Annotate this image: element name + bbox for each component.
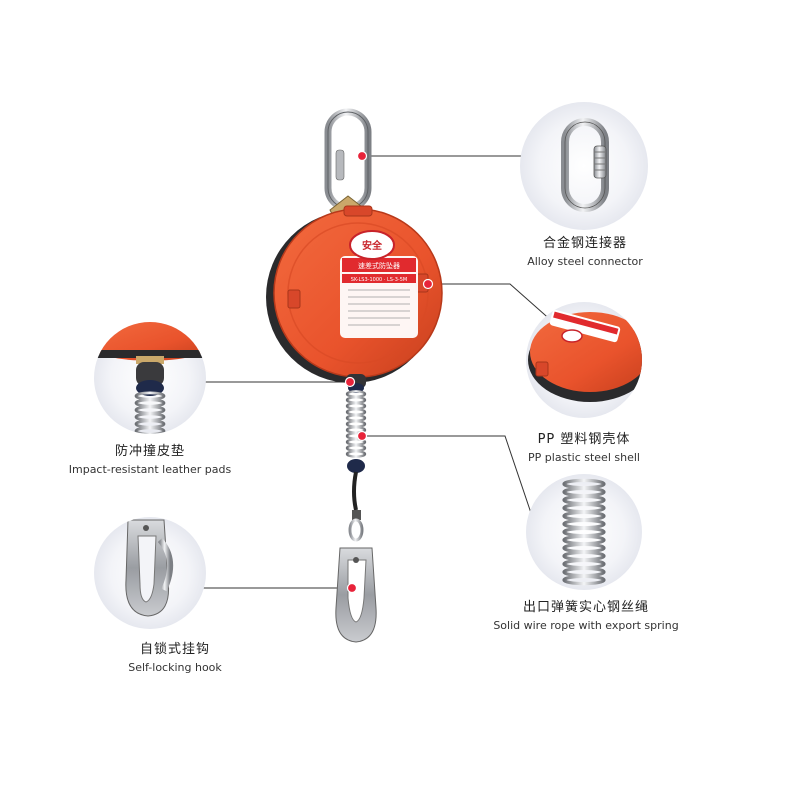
leader-line-shell — [428, 283, 563, 331]
callout-shell-zh: PP 塑料钢壳体 — [537, 432, 631, 447]
callout-pads-en: Impact-resistant leather pads — [68, 463, 232, 476]
bottom-hook — [335, 547, 377, 643]
callout-spring-zh: 出口弹簧实心钢丝绳 — [522, 600, 649, 615]
detail-pads-image — [94, 322, 206, 434]
callout-connector: 合金钢连接器 Alloy steel connector — [520, 232, 650, 268]
case-label-text-1: 速差式防坠器 — [358, 261, 400, 270]
brand-logo: 安全 — [349, 230, 395, 260]
callout-hook: 自锁式挂钩 Self-locking hook — [100, 638, 250, 674]
main-product: 速差式防坠器 SK-LS3-1000 · LS-3-5M 安全 — [266, 108, 443, 643]
brand-badge-text: 安全 — [362, 239, 383, 252]
callout-hook-zh: 自锁式挂钩 — [139, 642, 210, 657]
detail-connector-image — [520, 102, 648, 230]
callout-pads: 防冲撞皮垫 Impact-resistant leather pads — [54, 440, 246, 476]
detail-shell-image — [526, 302, 642, 418]
callout-connector-en: Alloy steel connector — [527, 255, 643, 268]
callout-hook-en: Self-locking hook — [128, 661, 222, 674]
leader-line-spring — [362, 435, 533, 517]
callout-shell-en: PP plastic steel shell — [528, 451, 640, 464]
callout-pads-zh: 防冲撞皮垫 — [114, 444, 185, 459]
callout-connector-zh: 合金钢连接器 — [542, 236, 627, 251]
case-label-text-2: SK-LS3-1000 · LS-3-5M — [351, 277, 407, 283]
main-spring — [345, 390, 367, 458]
callout-spring: 出口弹簧实心钢丝绳 Solid wire rope with export sp… — [488, 596, 684, 632]
callout-spring-en: Solid wire rope with export spring — [493, 619, 679, 632]
callout-markers — [344, 150, 434, 594]
detail-spring-image — [526, 474, 642, 590]
leader-lines — [200, 155, 563, 589]
case-label: 速差式防坠器 SK-LS3-1000 · LS-3-5M — [340, 256, 418, 338]
detail-hook-image — [94, 517, 206, 629]
callout-shell: PP 塑料钢壳体 PP plastic steel shell — [514, 428, 654, 464]
